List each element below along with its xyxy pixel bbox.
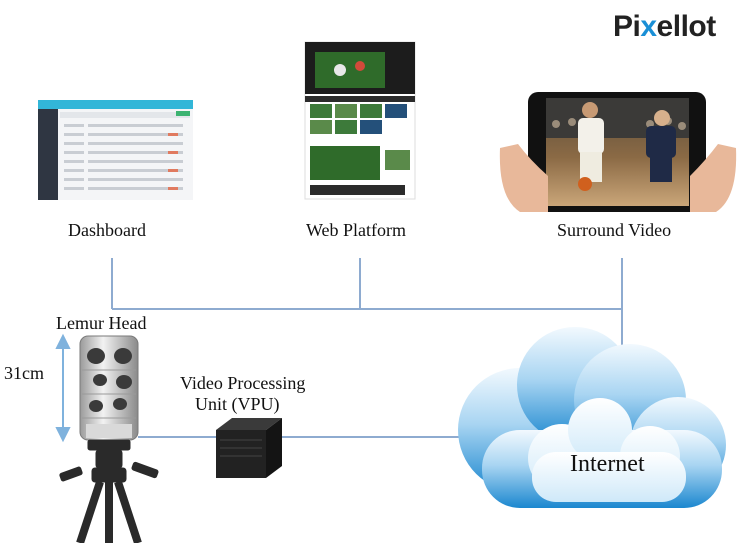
web-platform-label: Web Platform xyxy=(306,220,407,240)
dashboard-label: Dashboard xyxy=(68,220,146,240)
vpu-label-line2: Unit (VPU) xyxy=(195,394,280,414)
web-platform-screenshot xyxy=(304,41,416,200)
lemur-head-camera xyxy=(79,335,139,441)
lemur-head-label: Lemur Head xyxy=(56,313,147,333)
connection-lines xyxy=(111,258,623,438)
vpu-label-line1: Video Processing xyxy=(180,373,306,393)
pixellot-logo: Pixellot xyxy=(613,10,716,44)
tripod xyxy=(59,439,159,543)
dashboard-screenshot xyxy=(38,100,193,200)
surround-video-label: Surround Video xyxy=(557,220,672,240)
height-label: 31cm xyxy=(4,363,44,383)
tablet-surround-video xyxy=(499,92,737,212)
internet-label: Internet xyxy=(570,451,645,477)
internet-cloud xyxy=(458,327,726,508)
logo-accent-letter: x xyxy=(640,10,657,43)
logo-text: Pixellot xyxy=(613,10,716,43)
vpu-device xyxy=(216,418,282,478)
height-arrow xyxy=(55,333,71,443)
